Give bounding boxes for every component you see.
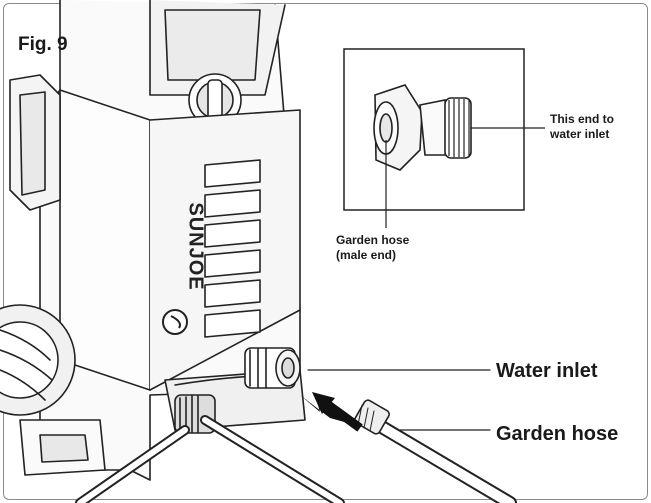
garden-hose-callout: Garden hose — [496, 423, 619, 445]
hose-reel — [0, 304, 76, 416]
garden-hose — [354, 399, 517, 503]
outlet-hose — [75, 394, 345, 503]
inset-end-label-line-1: This end to — [550, 112, 614, 126]
inset-male-end-label-line-2: (male end) — [336, 248, 397, 262]
water-inlet-connector — [244, 347, 301, 389]
inset-male-end-label-line-1: Garden hose — [336, 233, 410, 247]
brand-text: SUNJOE — [184, 202, 207, 291]
arrow-icon — [300, 392, 363, 432]
inset-detail — [343, 48, 545, 228]
inset-end-label: This end to water inlet — [550, 112, 614, 142]
inset-male-end-label: Garden hose (male end) — [336, 233, 409, 263]
sunjoe-logo-icon — [162, 309, 188, 335]
side-ribs — [204, 159, 261, 338]
water-inlet-callout: Water inlet — [496, 360, 598, 382]
figure-title: Fig. 9 — [18, 34, 68, 55]
inset-end-label-line-2: water inlet — [550, 127, 610, 141]
